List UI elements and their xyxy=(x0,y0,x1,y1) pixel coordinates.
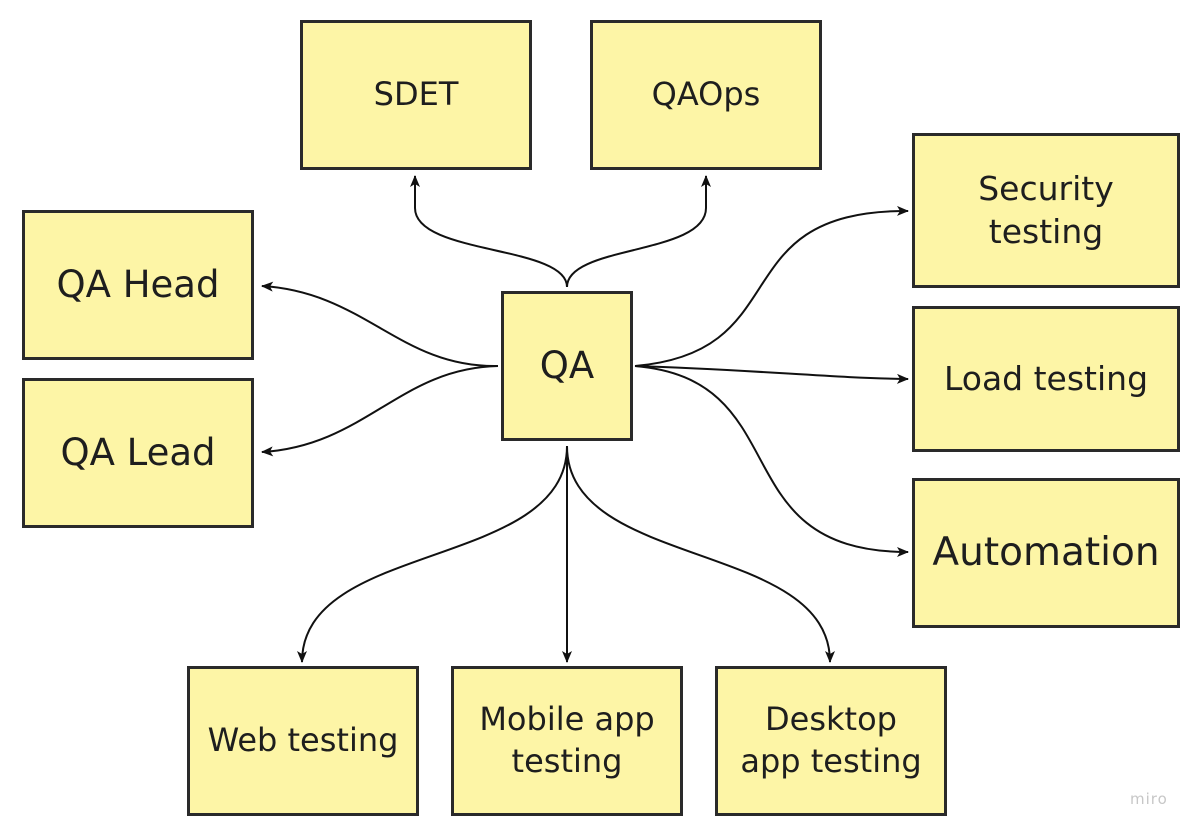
node-qa-head-label: QA Head xyxy=(56,262,220,306)
node-mobile-app-testing[interactable]: Mobile app testing xyxy=(451,666,683,816)
edge-qa-to-desktop-app-testing xyxy=(566,445,835,663)
node-sdet[interactable]: SDET xyxy=(300,20,532,170)
node-qa-head[interactable]: QA Head xyxy=(22,210,254,360)
edge-qa-to-qa-lead xyxy=(261,365,499,457)
node-load-testing-label: Load testing xyxy=(943,358,1149,398)
edge-qa-to-qaops xyxy=(566,175,711,288)
node-desktop-app-testing-label: Desktop app testing xyxy=(740,700,922,780)
node-qaops-label: QAOps xyxy=(651,75,761,114)
node-qaops[interactable]: QAOps xyxy=(590,20,822,170)
node-automation-label: Automation xyxy=(932,529,1160,575)
edge-qa-to-sdet xyxy=(410,175,568,288)
node-load-testing[interactable]: Load testing xyxy=(912,306,1180,452)
miro-watermark: miro xyxy=(1130,790,1168,808)
node-mobile-app-testing-label: Mobile app testing xyxy=(479,700,655,780)
node-security-testing[interactable]: Security testing xyxy=(912,133,1180,288)
node-sdet-label: SDET xyxy=(373,75,459,114)
node-qa-center-label: QA xyxy=(539,343,595,387)
edge-qa-to-load-testing xyxy=(634,365,909,384)
node-qa-lead[interactable]: QA Lead xyxy=(22,378,254,528)
node-web-testing-label: Web testing xyxy=(207,721,399,760)
node-web-testing[interactable]: Web testing xyxy=(187,666,419,816)
edge-qa-to-web-testing xyxy=(297,445,568,663)
node-qa-lead-label: QA Lead xyxy=(60,430,216,474)
node-qa-center[interactable]: QA xyxy=(501,291,633,441)
edge-qa-to-automation xyxy=(634,365,909,557)
node-security-testing-label: Security testing xyxy=(978,168,1114,251)
edge-qa-to-qa-head xyxy=(261,281,499,368)
edge-qa-to-security-testing xyxy=(634,205,909,367)
node-desktop-app-testing[interactable]: Desktop app testing xyxy=(715,666,947,816)
node-automation[interactable]: Automation xyxy=(912,478,1180,628)
